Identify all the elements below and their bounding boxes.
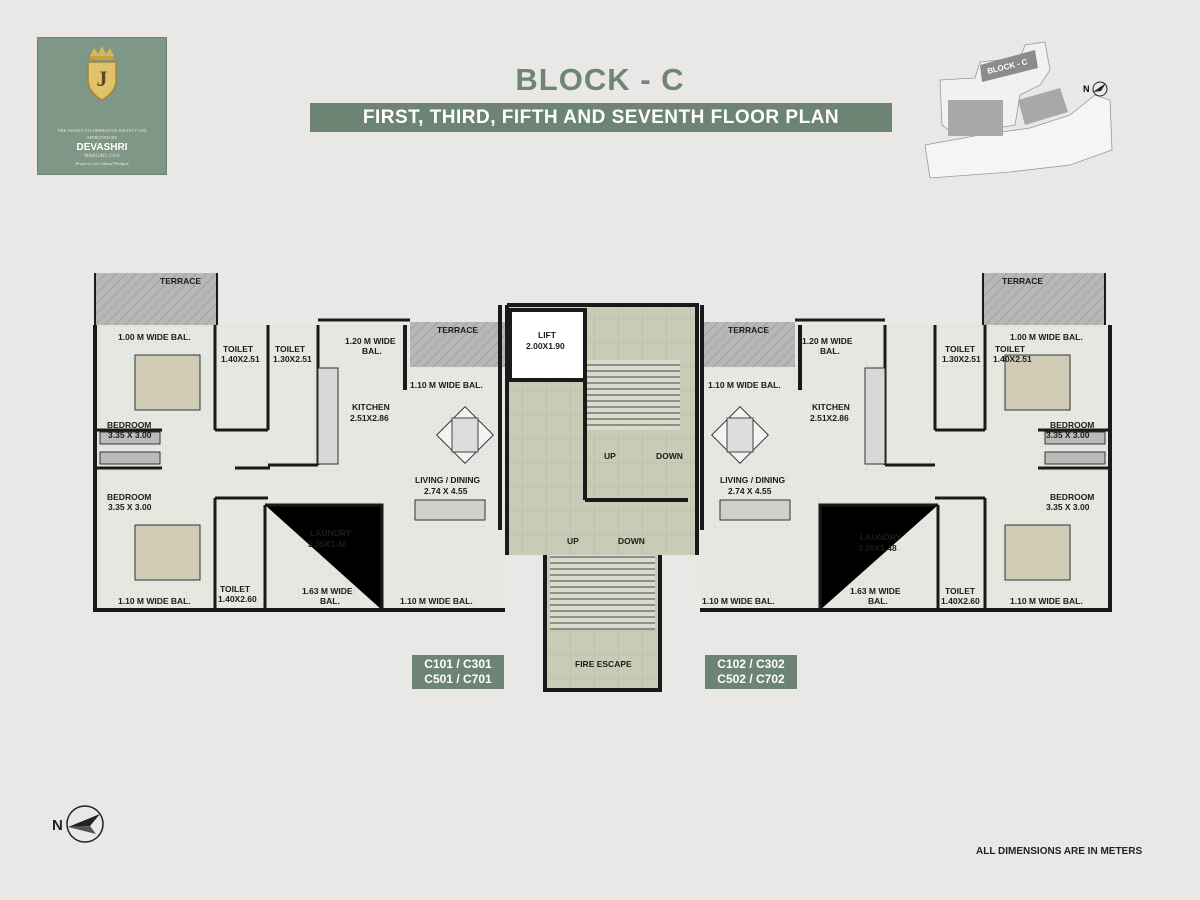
label-balcony: 1.00 M WIDE BAL. bbox=[1010, 332, 1083, 342]
label-laundry: LAUNDRY bbox=[310, 528, 352, 538]
unit-line: C502 / C702 bbox=[717, 672, 785, 686]
label-bedroom-dim: 3.35 X 3.00 bbox=[1046, 430, 1090, 440]
label-terrace: TERRACE bbox=[160, 276, 202, 286]
logo-brand: DEVASHRI bbox=[76, 142, 128, 153]
label-laundry-dim: 3.35X1.48 bbox=[308, 539, 347, 549]
staircase-lower bbox=[550, 555, 655, 630]
staircase-upper bbox=[585, 360, 680, 430]
logo-tagline: Property Lies Ahead Pledged bbox=[75, 161, 129, 166]
page-title: BLOCK - C bbox=[515, 62, 685, 97]
block-b-footprint bbox=[1018, 88, 1068, 125]
label-laundry-dim: 3.35X1.48 bbox=[858, 543, 897, 553]
block-a-footprint bbox=[948, 100, 1003, 136]
label-living-dim: 2.74 X 4.55 bbox=[424, 486, 468, 496]
label-balcony: 1.10 M WIDE BAL. bbox=[708, 380, 781, 390]
label-toilet: TOILET bbox=[995, 344, 1026, 354]
label-bedroom-dim: 3.35 X 3.00 bbox=[108, 430, 152, 440]
logo-letter: J bbox=[97, 66, 108, 91]
label-balcony: BAL. bbox=[868, 596, 888, 606]
dimensions-note: ALL DIMENSIONS ARE IN METERS bbox=[976, 846, 1143, 857]
label-toilet: TOILET bbox=[945, 344, 976, 354]
unit-numbers-left: C101 / C301 C501 / C701 bbox=[412, 655, 504, 689]
logo-approved: APPROVED BY bbox=[86, 135, 118, 140]
central-core bbox=[505, 303, 699, 692]
developer-logo: J THE JANATA CO-OPERATIVE SOCIETY LTD AP… bbox=[37, 37, 167, 175]
label-balcony: 1.20 M WIDE bbox=[345, 336, 396, 346]
terrace-right-mid bbox=[700, 322, 795, 367]
label-fire-escape: FIRE ESCAPE bbox=[575, 659, 632, 669]
label-balcony: 1.00 M WIDE BAL. bbox=[118, 332, 191, 342]
label-balcony: 1.10 M WIDE BAL. bbox=[410, 380, 483, 390]
crown-shield-icon: J bbox=[87, 46, 117, 101]
label-balcony: 1.63 M WIDE bbox=[302, 586, 353, 596]
label-bedroom-dim: 3.35 X 3.00 bbox=[108, 502, 152, 512]
label-kitchen-dim: 2.51X2.86 bbox=[350, 413, 389, 423]
label-terrace: TERRACE bbox=[1002, 276, 1044, 286]
label-kitchen-dim: 2.51X2.86 bbox=[810, 413, 849, 423]
label-kitchen: KITCHEN bbox=[812, 402, 850, 412]
unit-numbers-right: C102 / C302 C502 / C702 bbox=[705, 655, 797, 689]
unit-line: C101 / C301 bbox=[424, 657, 492, 671]
label-toilet-dim: 1.30X2.51 bbox=[273, 354, 312, 364]
label-balcony: 1.10 M WIDE BAL. bbox=[400, 596, 473, 606]
label-toilet-dim: 1.40X2.60 bbox=[218, 594, 257, 604]
north-compass-icon: N bbox=[52, 805, 104, 843]
floor-plan: TERRACE 1.00 M WIDE BAL. TOILET 1.40X2.5… bbox=[90, 270, 1115, 695]
block-c-footprint bbox=[980, 50, 1038, 82]
label-living: LIVING / DINING bbox=[415, 475, 481, 485]
compass-north-label: N bbox=[52, 817, 63, 834]
logo-society: THE JANATA CO-OPERATIVE SOCIETY LTD bbox=[57, 128, 147, 133]
label-balcony: 1.63 M WIDE bbox=[850, 586, 901, 596]
label-lift: LIFT bbox=[538, 330, 556, 340]
page-subtitle: FIRST, THIRD, FIFTH AND SEVENTH FLOOR PL… bbox=[310, 103, 892, 132]
label-laundry: LAUNDRY bbox=[860, 532, 902, 542]
label-toilet: TOILET bbox=[275, 344, 306, 354]
label-balcony: BAL. bbox=[362, 346, 382, 356]
logo-location: MARGAO, GOA bbox=[84, 154, 120, 159]
label-balcony: 1.20 M WIDE bbox=[802, 336, 853, 346]
label-stair-up: UP bbox=[567, 536, 579, 546]
label-toilet: TOILET bbox=[945, 586, 976, 596]
key-plan: BLOCK - C N bbox=[924, 41, 1113, 179]
label-balcony: BAL. bbox=[320, 596, 340, 606]
label-balcony: 1.10 M WIDE BAL. bbox=[1010, 596, 1083, 606]
label-toilet-dim: 1.30X2.51 bbox=[942, 354, 981, 364]
label-balcony: 1.10 M WIDE BAL. bbox=[118, 596, 191, 606]
unit-line: C501 / C701 bbox=[424, 672, 492, 686]
keyplan-north-icon bbox=[1092, 81, 1108, 97]
label-balcony: 1.10 M WIDE BAL. bbox=[702, 596, 775, 606]
terrace-left-mid bbox=[410, 322, 505, 367]
label-stair-down: DOWN bbox=[618, 536, 645, 546]
label-living-dim: 2.74 X 4.55 bbox=[728, 486, 772, 496]
label-toilet-dim: 1.40X2.51 bbox=[993, 354, 1032, 364]
label-bedroom: BEDROOM bbox=[1050, 492, 1095, 502]
label-stair-down: DOWN bbox=[656, 451, 683, 461]
site-outline bbox=[924, 94, 1113, 179]
label-toilet: TOILET bbox=[220, 584, 251, 594]
label-bedroom: BEDROOM bbox=[1050, 420, 1095, 430]
keyplan-north-label: N bbox=[1083, 84, 1090, 94]
label-balcony: BAL. bbox=[820, 346, 840, 356]
label-living: LIVING / DINING bbox=[720, 475, 786, 485]
left-unit bbox=[93, 273, 505, 612]
label-toilet-dim: 1.40X2.51 bbox=[221, 354, 260, 364]
terrace-left-top bbox=[95, 273, 217, 325]
label-bedroom: BEDROOM bbox=[107, 492, 152, 502]
terrace-right-top bbox=[983, 273, 1105, 325]
floor-plan-drawing bbox=[93, 273, 1112, 692]
label-toilet: TOILET bbox=[223, 344, 254, 354]
label-bedroom-dim: 3.35 X 3.00 bbox=[1046, 502, 1090, 512]
label-kitchen: KITCHEN bbox=[352, 402, 390, 412]
right-unit bbox=[700, 273, 1112, 612]
label-lift-dim: 2.00X1.90 bbox=[526, 341, 565, 351]
lift-shaft bbox=[508, 308, 587, 382]
label-terrace: TERRACE bbox=[437, 325, 479, 335]
label-stair-up: UP bbox=[604, 451, 616, 461]
label-terrace: TERRACE bbox=[728, 325, 770, 335]
label-toilet-dim: 1.40X2.60 bbox=[941, 596, 980, 606]
unit-line: C102 / C302 bbox=[717, 657, 785, 671]
label-bedroom: BEDROOM bbox=[107, 420, 152, 430]
